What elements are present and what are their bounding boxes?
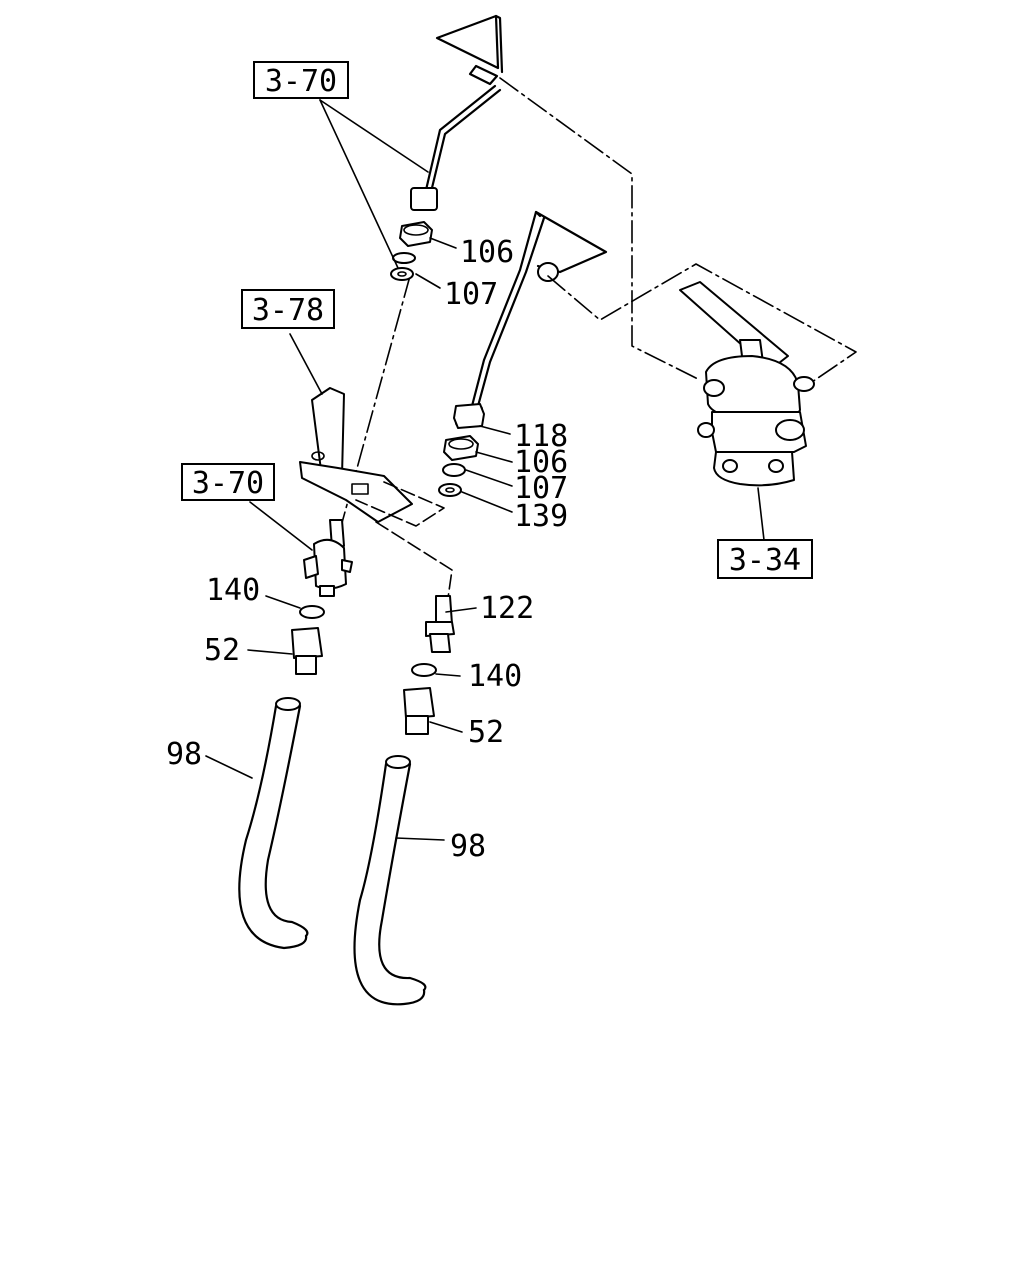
- washer-107-lower: [442, 463, 466, 477]
- callout-52-right: 52: [468, 715, 504, 750]
- hose-98-right: [353, 755, 427, 1006]
- tee-fitting: [303, 519, 353, 597]
- ref-box-3-70-mid: 3-70: [181, 463, 275, 501]
- callout-106-upper: 106: [460, 235, 514, 270]
- nut-106-lower: [443, 435, 479, 461]
- fitting-52-left: [291, 627, 323, 675]
- ref-box-3-34: 3-34: [717, 539, 813, 579]
- ref-box-3-78: 3-78: [241, 289, 335, 329]
- washer-139: [438, 483, 462, 497]
- svg-text:3-78: 3-78: [252, 293, 324, 328]
- svg-text:3-34: 3-34: [729, 543, 801, 578]
- leader-lines: [205, 99, 765, 841]
- brake-valve: [679, 281, 815, 487]
- svg-text:3-70: 3-70: [265, 64, 337, 99]
- upper-pipe: [410, 14, 504, 211]
- callout-140-left: 140: [206, 573, 260, 608]
- callout-98-left: 98: [166, 737, 202, 772]
- oring-140-left: [299, 605, 325, 619]
- callout-106-lower: 106: [514, 445, 568, 480]
- ref-box-3-70-top: 3-70: [253, 61, 349, 99]
- callout-139: 139: [514, 499, 568, 534]
- callout-107-lower: 107: [514, 471, 568, 506]
- callout-107-upper: 107: [444, 277, 498, 312]
- svg-text:3-70: 3-70: [192, 466, 264, 501]
- nut-118: [453, 403, 485, 429]
- oring-140-right: [411, 663, 437, 677]
- callout-118: 118: [514, 419, 568, 454]
- callout-122: 122: [480, 591, 534, 626]
- hose-98-left: [238, 697, 309, 950]
- nut-106-upper: [399, 221, 433, 247]
- callout-140-right: 140: [468, 659, 522, 694]
- callout-52-left: 52: [204, 633, 240, 668]
- nipple-122: [375, 521, 455, 653]
- bracket: [299, 387, 445, 527]
- washer-107-upper: [390, 252, 416, 281]
- fitting-52-right: [403, 687, 435, 735]
- callout-98-right: 98: [450, 829, 486, 864]
